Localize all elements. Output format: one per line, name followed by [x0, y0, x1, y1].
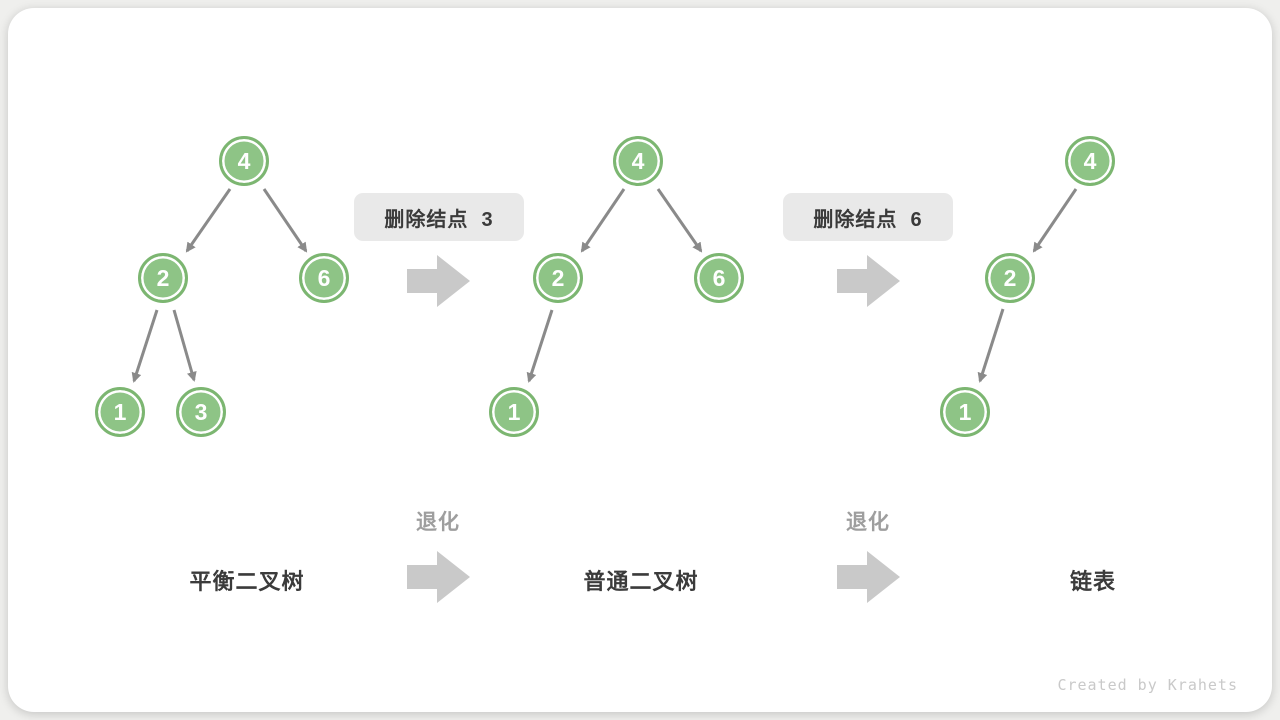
watermark-credit: Created by Krahets — [1057, 676, 1238, 694]
tree1-node-1: 1 — [95, 387, 145, 437]
tree1-name: 平衡二叉树 — [189, 569, 305, 594]
degrade-label: 退化 — [846, 511, 890, 534]
tree1-node-2: 2 — [138, 253, 188, 303]
tree2-node-6: 6 — [694, 253, 744, 303]
tree3-node-4: 4 — [1065, 136, 1115, 186]
tree2-node-1: 1 — [489, 387, 539, 437]
tree1-node-6: 6 — [299, 253, 349, 303]
tree-node-value: 4 — [237, 147, 251, 174]
tree3-node-2: 2 — [985, 253, 1035, 303]
tree-node-value: 2 — [551, 264, 565, 291]
tree3-node-1: 1 — [940, 387, 990, 437]
step-label-delete-3: 删除结点 3 — [354, 193, 524, 241]
degrade-label: 退化 — [416, 511, 460, 534]
tree-node-value: 1 — [113, 398, 127, 425]
tree-node-value: 3 — [194, 398, 208, 425]
tree2-node-4: 4 — [613, 136, 663, 186]
tree-node-value: 2 — [156, 264, 170, 291]
tree-node-value: 6 — [317, 264, 331, 291]
tree1-node-3: 3 — [176, 387, 226, 437]
tree-node-value: 4 — [631, 147, 645, 174]
tree-node-value: 1 — [958, 398, 972, 425]
tree-node-value: 6 — [712, 264, 726, 291]
tree-node-value: 1 — [507, 398, 521, 425]
tree2-name: 普通二叉树 — [583, 569, 699, 594]
tree2-node-2: 2 — [533, 253, 583, 303]
step-label-delete-6: 删除结点 6 — [783, 193, 953, 241]
tree3-name: 链表 — [1069, 569, 1117, 594]
tree-node-value: 2 — [1003, 264, 1017, 291]
diagram-card — [8, 8, 1272, 712]
tree-node-value: 4 — [1083, 147, 1097, 174]
tree1-node-4: 4 — [219, 136, 269, 186]
